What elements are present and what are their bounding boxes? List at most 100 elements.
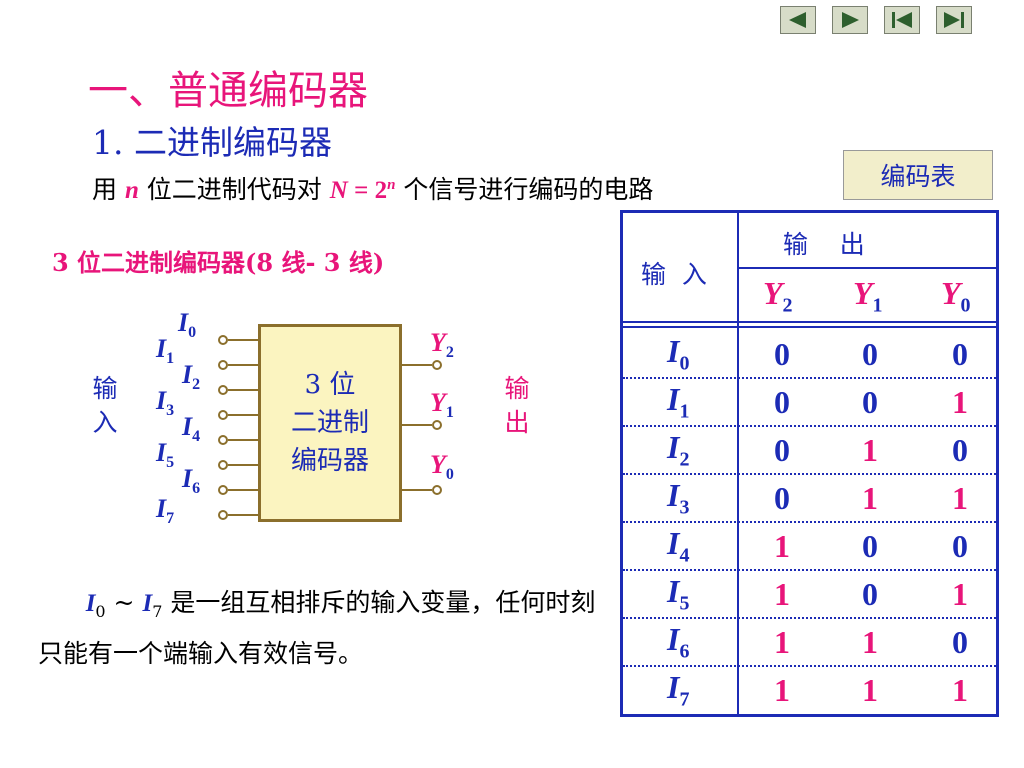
input-wire <box>228 364 258 366</box>
row-input: I7 <box>667 669 690 711</box>
last-button[interactable] <box>936 6 972 34</box>
row-bit: 0 <box>774 336 790 372</box>
encoder-label: 3 位二进制编码器(8 线- 3 线) <box>52 248 385 277</box>
table-row-line <box>623 569 996 571</box>
note-to: 7 <box>152 602 163 621</box>
note-i2: I <box>142 590 153 617</box>
formula-n: N <box>329 177 348 204</box>
note-text: I0 ~ I7 是一组互相排斥的输入变量，任何时刻只能有一个端输入有效信号。 <box>38 582 598 675</box>
next-button[interactable] <box>832 6 868 34</box>
row-bit: 0 <box>952 336 968 372</box>
row-input: I2 <box>667 429 690 471</box>
next-icon <box>842 12 859 28</box>
description: 用 n 位二进制代码对 N = 2n 个信号进行编码的电路 <box>92 170 653 206</box>
first-button[interactable] <box>884 6 920 34</box>
first-icon <box>892 12 912 28</box>
row-bit: 1 <box>862 672 878 708</box>
input-pin <box>218 435 228 445</box>
output-label: Y0 <box>430 450 454 484</box>
input-wire <box>228 514 258 516</box>
row-bit: 0 <box>952 624 968 660</box>
input-pin <box>218 510 228 520</box>
output-label: Y2 <box>430 328 454 362</box>
input-wire <box>228 414 258 416</box>
code-table-button[interactable]: 编码表 <box>843 150 993 200</box>
input-label: I2 <box>182 360 201 394</box>
row-bit: 0 <box>952 432 968 468</box>
table-header-line-2 <box>623 326 996 328</box>
row-bit: 1 <box>952 384 968 420</box>
table-row-line <box>623 617 996 619</box>
row-bit: 0 <box>862 336 878 372</box>
row-bit: 0 <box>862 576 878 612</box>
input-label: I5 <box>156 438 175 472</box>
input-pin <box>218 410 228 420</box>
block-line-1: 3 位 <box>304 370 356 400</box>
row-bit: 1 <box>862 432 878 468</box>
output-pin <box>432 360 442 370</box>
input-label: I1 <box>156 334 175 368</box>
output-wire <box>402 489 432 491</box>
prev-button[interactable] <box>780 6 816 34</box>
row-bit: 1 <box>952 672 968 708</box>
header-output-col: Y2 <box>763 275 793 317</box>
table-header-line <box>623 321 996 323</box>
output-side-label: 输出 <box>504 374 530 437</box>
row-bit: 0 <box>862 384 878 420</box>
block-line-3: 编码器 <box>290 446 369 476</box>
prev-icon <box>789 12 806 28</box>
row-input: I5 <box>667 573 690 615</box>
input-pin <box>218 485 228 495</box>
table-row-line <box>623 425 996 427</box>
row-input: I0 <box>667 333 690 375</box>
output-wire <box>402 424 432 426</box>
desc-n: n <box>124 177 139 204</box>
input-pin <box>218 460 228 470</box>
row-bit: 1 <box>952 576 968 612</box>
row-bit: 0 <box>774 384 790 420</box>
slide-nav <box>780 6 972 34</box>
input-side-label: 输入 <box>92 374 118 437</box>
table-row-line <box>623 377 996 379</box>
row-bit: 1 <box>774 576 790 612</box>
page-title: 一、普通编码器 <box>88 68 368 114</box>
table-row-line <box>623 665 996 667</box>
row-bit: 0 <box>862 528 878 564</box>
formula-exp: n <box>387 176 396 193</box>
input-wire <box>228 389 258 391</box>
row-bit: 0 <box>774 432 790 468</box>
desc-pre: 用 <box>92 175 125 204</box>
output-pin <box>432 485 442 495</box>
row-bit: 1 <box>862 480 878 516</box>
row-input: I4 <box>667 525 690 567</box>
input-wire <box>228 464 258 466</box>
row-input: I6 <box>667 621 690 663</box>
row-bit: 1 <box>774 528 790 564</box>
row-input: I3 <box>667 477 690 519</box>
row-bit: 1 <box>862 624 878 660</box>
section-subtitle: 1. 二进制编码器 <box>92 123 332 162</box>
input-label: I6 <box>182 464 201 498</box>
input-label: I4 <box>182 412 201 446</box>
header-output-col: Y0 <box>941 275 971 317</box>
desc-mid: 位二进制代码对 <box>138 175 330 204</box>
block-line-2: 二进制 <box>290 408 369 438</box>
last-icon <box>944 12 964 28</box>
header-input: 输 入 <box>641 260 707 289</box>
table-row-line <box>623 521 996 523</box>
table-col-divider <box>737 213 739 714</box>
note-body: 是一组互相排斥的输入变量，任何时刻只能有一个端输入有效信号。 <box>38 588 596 668</box>
row-bit: 1 <box>774 672 790 708</box>
output-pin <box>432 420 442 430</box>
input-label: I0 <box>178 308 197 342</box>
output-label: Y1 <box>430 388 454 422</box>
input-pin <box>218 335 228 345</box>
row-input: I1 <box>667 381 690 423</box>
output-wire <box>402 364 432 366</box>
table-row-line <box>623 473 996 475</box>
desc-post: 个信号进行编码的电路 <box>395 175 654 204</box>
row-bit: 1 <box>952 480 968 516</box>
table-header-split <box>737 267 999 269</box>
note-tilde: ~ <box>105 588 143 617</box>
